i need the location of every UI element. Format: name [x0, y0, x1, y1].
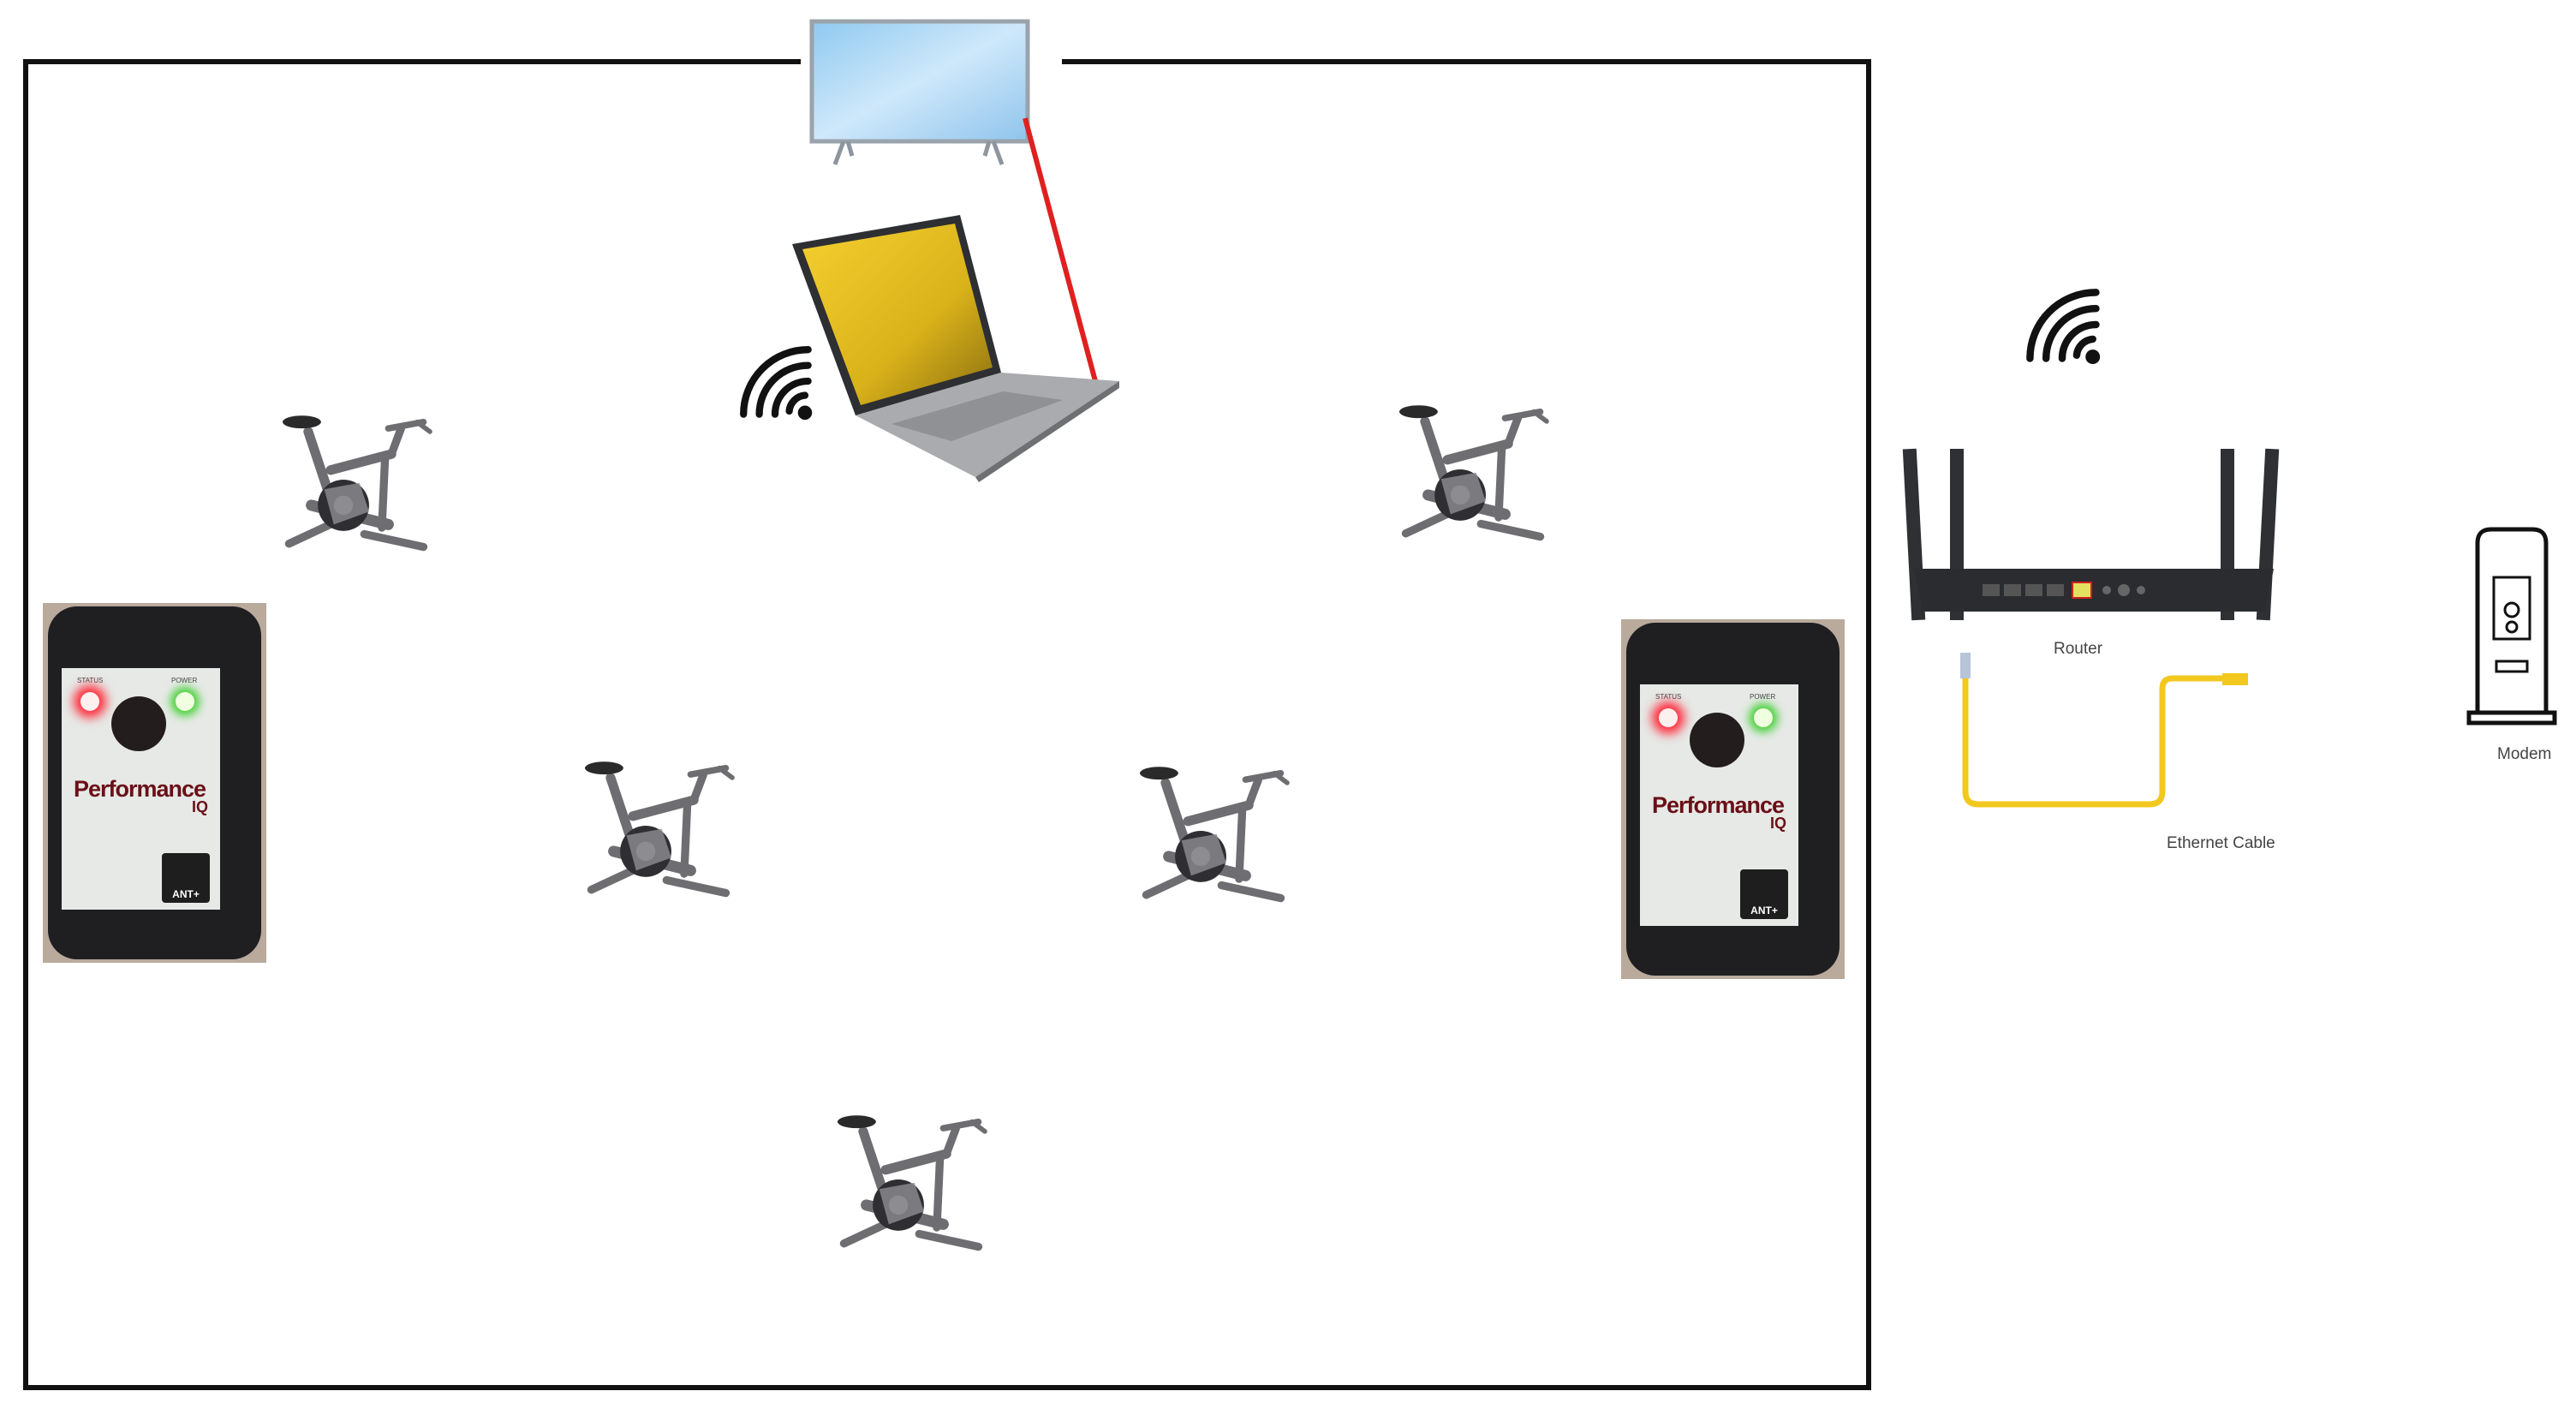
performance-iq-receiver: STATUS POWER Performance IQ ANT+	[43, 603, 266, 963]
spin-bike-icon	[578, 752, 739, 899]
modem-label: Modem	[2497, 745, 2552, 763]
status-led	[1659, 708, 1678, 727]
ethernet-cable-label: Ethernet Cable	[2167, 834, 2275, 852]
ant-plus-icon: ANT+	[1740, 869, 1788, 919]
brand-logo: Performance	[74, 776, 206, 802]
router-label: Router	[2054, 640, 2103, 658]
wifi-icon	[736, 342, 814, 421]
power-led	[1754, 708, 1773, 727]
spin-bike-icon	[1133, 757, 1294, 905]
brand-suffix: IQ	[191, 798, 208, 815]
button	[111, 696, 166, 751]
brand-logo: Performance	[1652, 792, 1785, 818]
power-led-label: POWER	[171, 677, 198, 684]
modem-icon	[2466, 527, 2557, 725]
tv-icon	[809, 19, 1030, 165]
laptop-icon	[792, 215, 1119, 482]
ant-plus-icon: ANT+	[162, 853, 210, 903]
button	[1690, 713, 1744, 767]
performance-iq-receiver: STATUS POWER Performance IQ ANT+	[1621, 619, 1845, 979]
router-icon	[1902, 448, 2280, 621]
spin-bike-icon	[831, 1106, 992, 1253]
spin-bike-icon	[1392, 396, 1553, 543]
status-led-label: STATUS	[1655, 693, 1682, 701]
wifi-icon	[2022, 284, 2102, 365]
status-led-label: STATUS	[77, 677, 104, 684]
power-led-label: POWER	[1750, 693, 1776, 701]
spin-bike-icon	[276, 406, 437, 553]
status-led	[80, 692, 99, 711]
brand-suffix: IQ	[1769, 815, 1786, 832]
router-modem-diagram	[1902, 448, 2557, 808]
power-led	[176, 692, 194, 711]
